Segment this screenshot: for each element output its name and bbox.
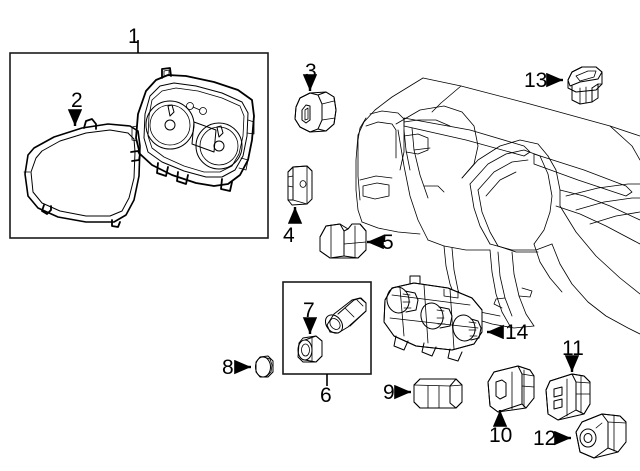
part-8-round-plug-cap bbox=[255, 355, 274, 378]
callout-label-10: 10 bbox=[489, 424, 513, 447]
callout-label-14: 14 bbox=[505, 321, 529, 344]
part-9-blank-cover-switch bbox=[413, 378, 463, 409]
part-6-bulb bbox=[324, 297, 367, 334]
socket-group-box bbox=[282, 281, 372, 375]
part-10-rocker-switch bbox=[487, 365, 535, 413]
callout-label-3: 3 bbox=[305, 60, 317, 83]
callout-label-8: 8 bbox=[222, 356, 234, 379]
callout-label-9: 9 bbox=[383, 381, 395, 404]
part-12-power-outlet-socket bbox=[575, 413, 627, 459]
part-5-trim-cover-switch bbox=[319, 223, 367, 259]
callout-label-7: 7 bbox=[303, 299, 315, 322]
part-7-bulb-socket bbox=[297, 335, 323, 363]
callout-label-4: 4 bbox=[283, 224, 295, 247]
part-14-hvac-control-assembly bbox=[383, 275, 483, 362]
instrument-cluster-assembly bbox=[131, 67, 255, 192]
callout-label-12: 12 bbox=[533, 427, 557, 450]
cluster-group-box bbox=[9, 52, 269, 239]
callout-label-13: 13 bbox=[524, 69, 548, 92]
callout-label-5: 5 bbox=[382, 231, 394, 254]
part-13-dash-trim-button bbox=[567, 66, 603, 105]
part-3-ignition-lock-cylinder bbox=[294, 91, 337, 133]
callout-label-11: 11 bbox=[562, 337, 584, 360]
callout-label-6: 6 bbox=[320, 384, 332, 407]
part-2-cluster-lens-bezel bbox=[23, 118, 141, 228]
callout-label-1: 1 bbox=[128, 25, 140, 48]
instrument-panel-dashboard bbox=[355, 77, 640, 335]
callout-label-2: 2 bbox=[71, 89, 83, 112]
part-11-dual-rocker-switch bbox=[545, 373, 591, 421]
part-4-switch-module-small bbox=[287, 165, 313, 206]
